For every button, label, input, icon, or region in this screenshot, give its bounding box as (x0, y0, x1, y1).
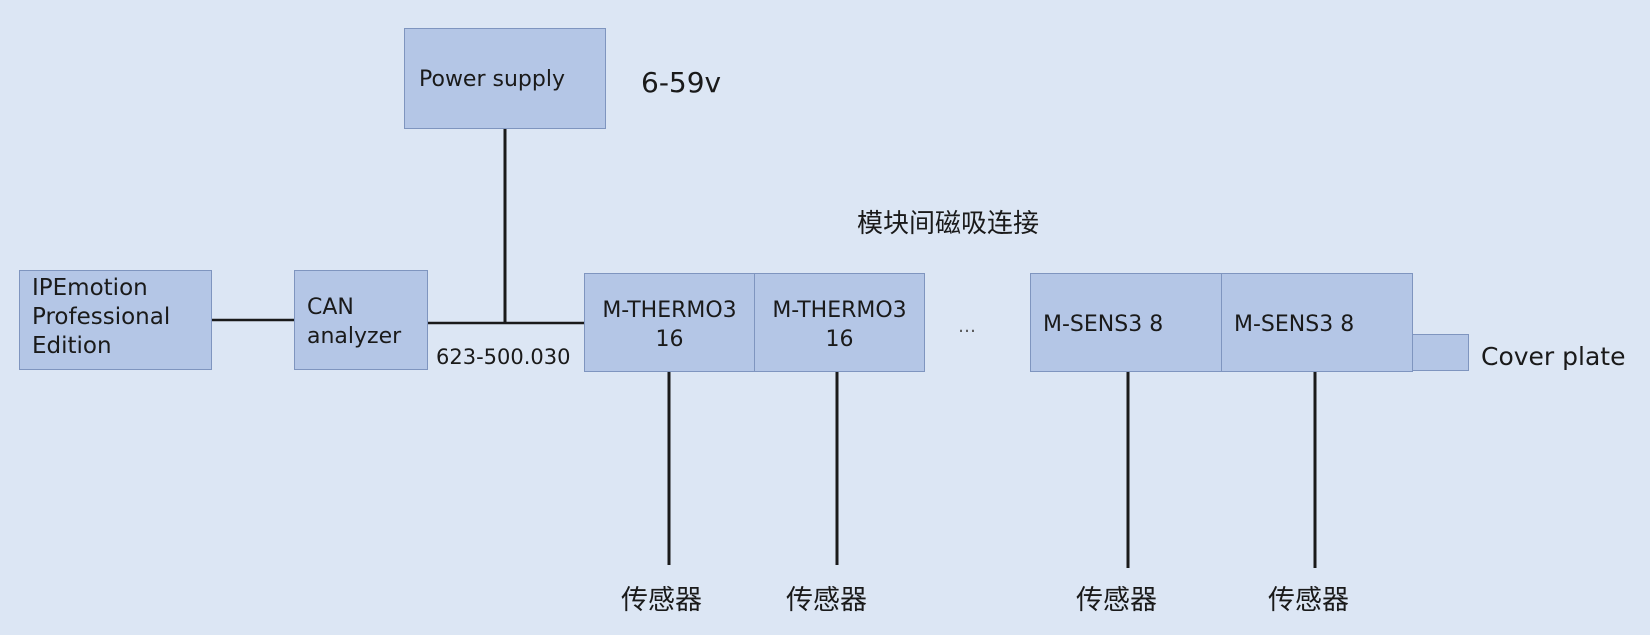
sens-module-1-label: M-SENS3 8 (1043, 312, 1164, 337)
thermo-module-2-label-line-1: M-THERMO3 (772, 298, 907, 323)
thermo-module-1-label-line-1: M-THERMO3 (602, 298, 737, 323)
magnetic-connection-label: 模块间磁吸连接 (857, 209, 1040, 239)
sens-module-2-label: M-SENS3 8 (1234, 312, 1355, 337)
thermo-module-1: M-THERMO3 16 (584, 273, 755, 372)
thermo-module-2-label-line-2: 16 (825, 327, 854, 352)
power-supply-box: Power supply (404, 28, 606, 129)
ipemotion-label-line-2: Professional (32, 304, 171, 330)
sens-module-2: M-SENS3 8 (1221, 273, 1413, 372)
can-analyzer-box: CAN analyzer (294, 270, 428, 370)
sensor-label-3: 传感器 (1076, 585, 1157, 616)
voltage-label: 6-59v (641, 66, 722, 99)
ellipsis-label: … (958, 316, 976, 337)
sensor-label-1: 传感器 (621, 585, 702, 616)
cable-part-number: 623-500.030 (436, 345, 571, 369)
cover-plate-label: Cover plate (1481, 342, 1626, 371)
power-supply-label: Power supply (419, 67, 565, 92)
ipemotion-label-line-3: Edition (32, 333, 112, 359)
thermo-module-1-label-line-2: 16 (655, 327, 684, 352)
sens-module-1: M-SENS3 8 (1030, 273, 1222, 372)
sensor-label-4: 传感器 (1268, 585, 1349, 616)
cover-plate-box (1412, 334, 1469, 371)
can-analyzer-label-line-1: CAN (307, 295, 354, 320)
can-analyzer-label-line-2: analyzer (307, 324, 402, 349)
ipemotion-label-line-1: IPEmotion (32, 275, 148, 301)
ipemotion-box: IPEmotion Professional Edition (19, 270, 212, 370)
sensor-label-2: 传感器 (786, 585, 867, 616)
thermo-module-2: M-THERMO3 16 (754, 273, 925, 372)
